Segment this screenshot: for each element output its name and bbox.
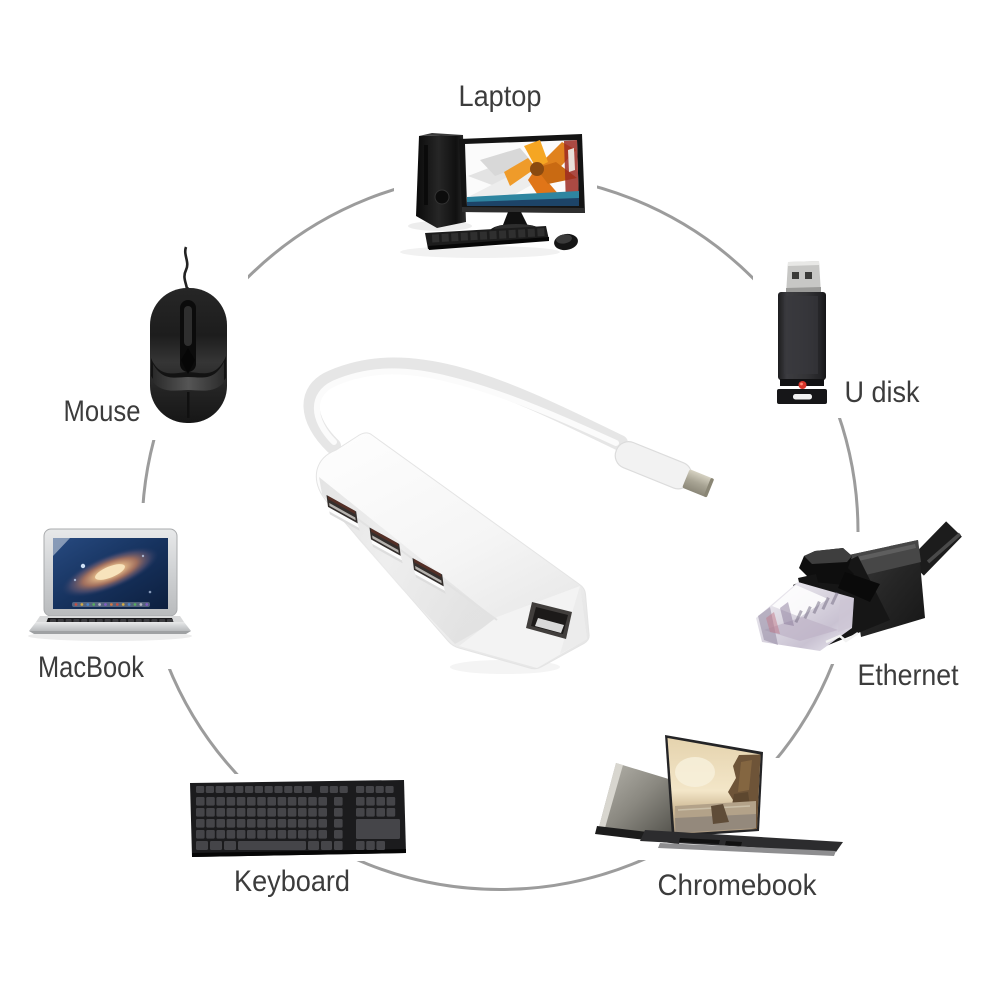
- svg-text:Laptop: Laptop: [459, 80, 542, 113]
- svg-text:MacBook: MacBook: [38, 651, 145, 684]
- svg-text:Mouse: Mouse: [64, 395, 141, 428]
- svg-text:U disk: U disk: [845, 376, 921, 409]
- svg-text:Chromebook: Chromebook: [658, 869, 818, 902]
- svg-text:Keyboard: Keyboard: [234, 865, 350, 898]
- svg-text:Ethernet: Ethernet: [858, 659, 960, 692]
